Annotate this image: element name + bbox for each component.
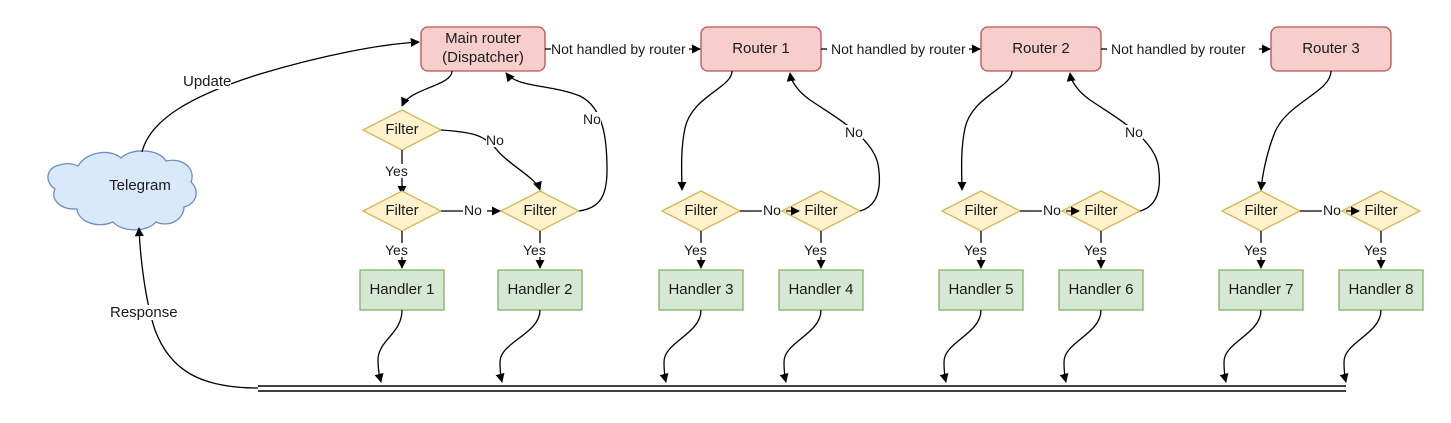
edge-label-response: Response bbox=[110, 304, 178, 321]
edge-label-no-a1: No bbox=[486, 132, 504, 148]
edge-label-no-c1: No bbox=[1125, 124, 1143, 140]
filter-6-node[interactable] bbox=[940, 190, 1022, 232]
edge-label-yes-b1: Yes bbox=[684, 242, 707, 258]
filter-9-node[interactable] bbox=[1340, 190, 1422, 232]
filter-2-node[interactable] bbox=[361, 190, 443, 232]
edge-label-no-c2: No bbox=[1043, 202, 1061, 218]
router-1-node[interactable] bbox=[700, 26, 822, 72]
edge-label-no-b2: No bbox=[763, 202, 781, 218]
handler-6-node[interactable] bbox=[1058, 269, 1144, 311]
edge-label-yes-a2: Yes bbox=[385, 242, 408, 258]
edge-label-yes-a3: Yes bbox=[523, 242, 546, 258]
handler-8-node[interactable] bbox=[1338, 269, 1424, 311]
edge-label-no-a2: No bbox=[583, 111, 601, 127]
edge-label-not-handled-2: Not handled by router bbox=[831, 41, 966, 57]
filter-4-node[interactable] bbox=[660, 190, 742, 232]
handler-2-node[interactable] bbox=[497, 269, 583, 311]
collector-bar bbox=[258, 385, 1346, 392]
edge-label-yes-b2: Yes bbox=[804, 242, 827, 258]
filter-3-node[interactable] bbox=[499, 190, 581, 232]
edge-label-not-handled-3: Not handled by router bbox=[1111, 41, 1246, 57]
handler-7-node[interactable] bbox=[1218, 269, 1304, 311]
filter-1-node[interactable] bbox=[361, 109, 443, 151]
edge-label-no-b1: No bbox=[845, 124, 863, 140]
edge-label-yes-a1: Yes bbox=[385, 163, 408, 179]
handler-5-node[interactable] bbox=[938, 269, 1024, 311]
filter-8-node[interactable] bbox=[1220, 190, 1302, 232]
edge-label-yes-c1: Yes bbox=[964, 242, 987, 258]
router-2-node[interactable] bbox=[980, 26, 1102, 72]
edge-label-not-handled-1: Not handled by router bbox=[551, 41, 686, 57]
router-3-node[interactable] bbox=[1270, 26, 1392, 72]
edge-label-yes-d2: Yes bbox=[1364, 242, 1387, 258]
handler-4-node[interactable] bbox=[778, 269, 864, 311]
handler-3-node[interactable] bbox=[658, 269, 744, 311]
edge-label-yes-c2: Yes bbox=[1084, 242, 1107, 258]
main-router-node[interactable] bbox=[420, 26, 546, 72]
edge-label-update: Update bbox=[183, 73, 232, 90]
edge-label-no-a3: No bbox=[464, 202, 482, 218]
edge-label-no-d1: No bbox=[1323, 202, 1341, 218]
telegram-cloud-node[interactable] bbox=[47, 150, 197, 231]
edge-label-yes-d1: Yes bbox=[1244, 242, 1267, 258]
handler-1-node[interactable] bbox=[359, 269, 445, 311]
